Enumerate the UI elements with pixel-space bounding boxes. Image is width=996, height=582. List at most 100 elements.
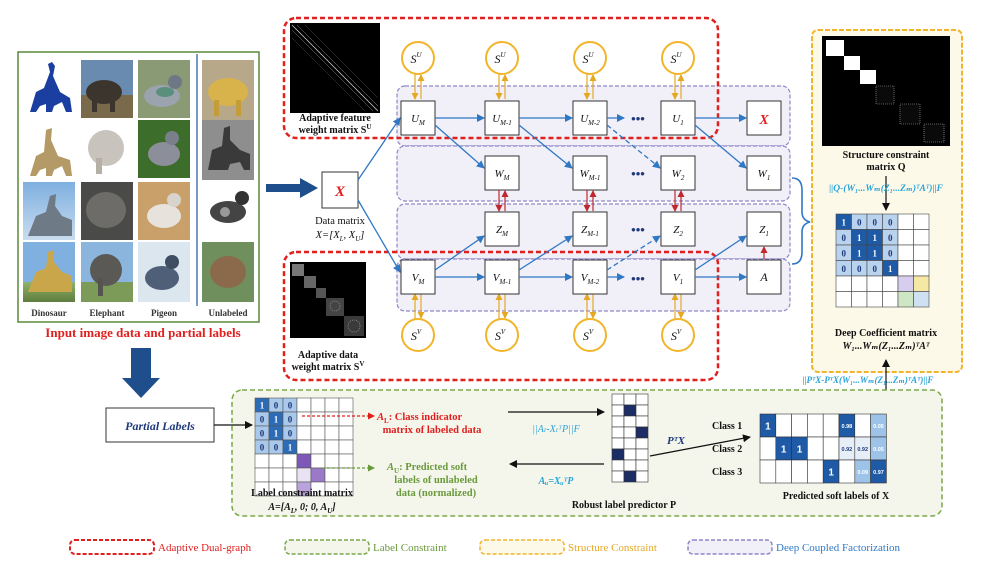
- coef-cell: [866, 291, 883, 308]
- coef-cell: [897, 229, 914, 246]
- coef-cell-value: 0: [888, 248, 893, 258]
- predictor-cell: [635, 437, 649, 450]
- coef-cell-value: 1: [873, 233, 878, 243]
- soft-label-value: 0.05: [873, 424, 884, 430]
- label-cell: [338, 453, 354, 469]
- coef-cell: [897, 244, 914, 261]
- label-cell: [324, 467, 340, 483]
- lcm-caption-line1: Label constraint matrix: [251, 488, 353, 499]
- image-unlabeled-3: [202, 182, 254, 240]
- coef-cell: [835, 291, 852, 308]
- svg-text:VM-1: VM-1: [493, 272, 511, 286]
- legend: Adaptive Dual-graph Label Constraint Str…: [69, 539, 901, 555]
- soft-label-value: 0.92: [842, 447, 853, 453]
- soft-label-cell: [775, 459, 792, 484]
- class-label-3: Class 3: [712, 467, 742, 478]
- label-cell: [338, 467, 354, 483]
- category-label-unlabeled: Unlabeled: [208, 308, 247, 318]
- predictor-cell: [611, 426, 625, 439]
- legend-label-factorization: Deep Coupled Factorization: [776, 542, 901, 554]
- image-pigeon-4: [138, 242, 190, 302]
- image-pigeon-1: [138, 60, 190, 118]
- s-to-factor-links: [411, 74, 685, 319]
- label-cell-value: 0: [274, 401, 279, 411]
- coef-cell-value: 1: [873, 248, 878, 258]
- svg-text:A: A: [759, 270, 768, 284]
- soft-label-value: 0.97: [873, 470, 884, 476]
- predictor-cell: [635, 448, 649, 461]
- label-cell: [254, 467, 270, 483]
- coef-cell-value: 1: [842, 217, 847, 227]
- label-cell: [296, 425, 312, 441]
- predictor-cell: [623, 437, 637, 450]
- label-cell: [310, 467, 326, 483]
- input-image-panel: Dinosaur Elephant Pigeon Unlabeled: [17, 51, 260, 323]
- coef-cell: [866, 275, 883, 292]
- image-unlabeled-4: [202, 242, 254, 302]
- predictor-cell: [611, 459, 625, 472]
- input-panel-caption: Input image data and partial labels: [45, 325, 240, 340]
- svg-text:SU: SU: [670, 51, 682, 66]
- soft-label-value: 1: [828, 468, 834, 479]
- label-cell: [254, 453, 270, 469]
- coef-cell-value: 0: [888, 217, 893, 227]
- soft-label-value: 0.92: [857, 447, 868, 453]
- adaptive-dual-graph-bottom: [282, 250, 720, 382]
- label-cell: [324, 397, 340, 413]
- image-unlabeled-1: [202, 60, 254, 120]
- label-cell: [324, 425, 340, 441]
- svg-text:ZM-1: ZM-1: [581, 224, 599, 238]
- coef-cell: [835, 275, 852, 292]
- svg-text:VM: VM: [412, 272, 426, 286]
- label-cell-value: 0: [260, 443, 265, 453]
- label-cell: [310, 439, 326, 455]
- predictor-cell: [623, 470, 637, 483]
- adaptive-feature-label-line1: Adaptive feature: [299, 113, 371, 124]
- legend-swatch-label-constraint: [284, 539, 370, 555]
- data-matrix-formula: X=[XL, XU]: [315, 230, 365, 243]
- legend-label-dual-graph: Adaptive Dual-graph: [158, 542, 252, 554]
- label-cell: [296, 397, 312, 413]
- svg-text:SV: SV: [671, 328, 682, 343]
- soft-label-value: 0.05: [873, 447, 884, 453]
- coef-cell: [913, 229, 930, 246]
- image-unlabeled-2: [202, 120, 254, 180]
- au-description-line1: AU: Predicted soft: [386, 462, 468, 475]
- soft-label-cell: [870, 459, 887, 484]
- soft-label-value: 1: [797, 445, 803, 456]
- soft-label-cell: [838, 459, 856, 484]
- coefficient-caption-line1: Deep Coefficient matrix: [835, 328, 937, 339]
- coef-cell-value: 0: [857, 264, 862, 274]
- predictor-caption: Robust label predictor P: [572, 500, 676, 511]
- sv-circle-3: [573, 318, 607, 352]
- sv-graph-nodes: SV SV SV SV: [401, 318, 695, 352]
- svg-text:V1: V1: [673, 272, 683, 286]
- soft-label-cell: [822, 413, 840, 438]
- adaptive-feature-label-line2: weight matrix SU: [299, 123, 372, 136]
- predictor-cell: [623, 404, 637, 417]
- label-cell: [324, 411, 340, 427]
- label-cell: [338, 425, 354, 441]
- svg-text:Z1: Z1: [759, 224, 769, 238]
- label-cell: [338, 397, 354, 413]
- svg-text:SU: SU: [410, 51, 422, 66]
- category-label-pigeon: Pigeon: [151, 308, 177, 318]
- coef-cell-value: 0: [842, 248, 847, 258]
- x-output-node: X: [746, 100, 782, 136]
- label-cell: [282, 453, 298, 469]
- label-cell-value: 0: [260, 429, 265, 439]
- coef-cell: [851, 275, 868, 292]
- structure-caption-line2: matrix Q: [866, 162, 905, 173]
- svg-text:UM-2: UM-2: [580, 113, 600, 127]
- robust-label-predictor-matrix: [611, 393, 649, 483]
- coef-cell-value: 0: [857, 217, 862, 227]
- class-label-2: Class 2: [712, 444, 742, 455]
- label-cell-value: 0: [260, 415, 265, 425]
- adaptive-data-label-line1: Adaptive data: [298, 350, 358, 361]
- coef-cell-value: 0: [873, 264, 878, 274]
- soft-label-value: 1: [781, 445, 787, 456]
- predictor-cell: [611, 448, 625, 461]
- predictor-cell: [635, 393, 649, 406]
